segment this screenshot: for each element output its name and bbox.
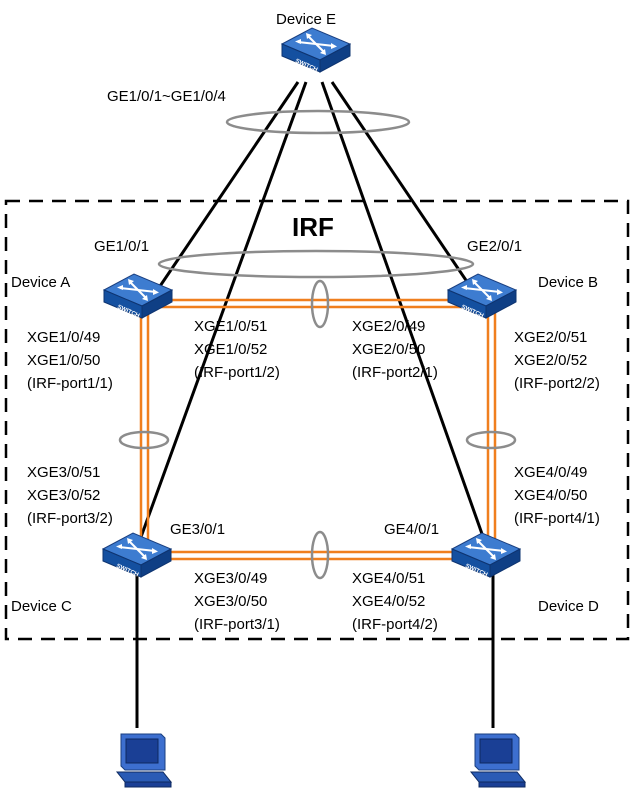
uplink-lines: [135, 81, 495, 728]
uplink-d: [320, 81, 489, 549]
irf-port-line: XGE3/0/49: [194, 570, 267, 587]
switch-c-icon: SWITCH: [102, 532, 172, 578]
irf-port-line: (IRF-port4/2): [352, 616, 438, 633]
irf-port-d-right: XGE4/0/49 XGE4/0/50 (IRF-port4/1): [514, 464, 600, 527]
irf-port-line: XGE4/0/51: [352, 570, 425, 587]
uplink-b: [330, 81, 480, 299]
uplink-a: [150, 81, 300, 299]
ellipse-cd: [310, 530, 330, 580]
irf-port-line: XGE2/0/49: [352, 318, 425, 335]
switch-b-icon: SWITCH: [447, 273, 517, 319]
irf-port-line: XGE3/0/50: [194, 593, 267, 610]
irf-port-d-bottom: XGE4/0/51 XGE4/0/52 (IRF-port4/2): [352, 570, 438, 633]
irf-port-b-right: XGE2/0/51 XGE2/0/52 (IRF-port2/2): [514, 329, 600, 392]
device-a-label: Device A: [11, 274, 70, 291]
device-b-label: Device B: [538, 274, 598, 291]
irf-port-line: XGE2/0/51: [514, 329, 587, 346]
irf-boundary: [4, 199, 630, 641]
irf-port-line: XGE4/0/52: [352, 593, 425, 610]
switch-a-icon: SWITCH: [103, 273, 173, 319]
irf-port-b-left: XGE2/0/49 XGE2/0/50 (IRF-port2/1): [352, 318, 438, 381]
irf-port-line: XGE4/0/49: [514, 464, 587, 481]
irf-port-line: (IRF-port4/1): [514, 510, 600, 527]
irf-port-line: XGE4/0/50: [514, 487, 587, 504]
port-c-uplink: GE3/0/1: [170, 521, 225, 538]
port-e-aggregate: GE1/0/1~GE1/0/4: [107, 88, 226, 105]
device-e-label: Device E: [276, 11, 336, 28]
irf-port-line: (IRF-port1/1): [27, 375, 113, 392]
port-a-uplink: GE1/0/1: [94, 238, 149, 255]
ellipse-e-aggregate: [225, 109, 411, 135]
uplink-c: [135, 81, 308, 549]
irf-port-line: (IRF-port1/2): [194, 364, 280, 381]
device-d-label: Device D: [538, 598, 599, 615]
aggregation-ellipses: [118, 109, 517, 580]
irf-port-line: XGE1/0/51: [194, 318, 267, 335]
irf-port-line: (IRF-port3/2): [27, 510, 113, 527]
irf-port-line: (IRF-port3/1): [194, 616, 280, 633]
irf-port-c-bottom: XGE3/0/49 XGE3/0/50 (IRF-port3/1): [194, 570, 280, 633]
irf-port-line: (IRF-port2/1): [352, 364, 438, 381]
pc-d-icon: [470, 733, 526, 788]
port-b-uplink: GE2/0/1: [467, 238, 522, 255]
irf-port-line: XGE3/0/51: [27, 464, 100, 481]
ellipse-ab: [310, 279, 330, 329]
irf-ring: [139, 298, 497, 561]
irf-label: IRF: [292, 212, 334, 242]
irf-port-a-left: XGE1/0/49 XGE1/0/50 (IRF-port1/1): [27, 329, 113, 392]
irf-port-a-right: XGE1/0/51 XGE1/0/52 (IRF-port1/2): [194, 318, 280, 381]
irf-port-c-left: XGE3/0/51 XGE3/0/52 (IRF-port3/2): [27, 464, 113, 527]
irf-port-line: XGE2/0/50: [352, 341, 425, 358]
switch-d-icon: SWITCH: [451, 532, 521, 578]
irf-port-line: XGE2/0/52: [514, 352, 587, 369]
irf-port-line: XGE3/0/52: [27, 487, 100, 504]
irf-port-line: XGE1/0/52: [194, 341, 267, 358]
irf-port-line: XGE1/0/50: [27, 352, 100, 369]
irf-port-line: XGE1/0/49: [27, 329, 100, 346]
device-c-label: Device C: [11, 598, 72, 615]
irf-port-line: (IRF-port2/2): [514, 375, 600, 392]
ellipse-ac: [118, 430, 170, 450]
ellipse-irf-uplinks: [157, 249, 475, 279]
ellipse-bd: [465, 430, 517, 450]
port-d-uplink: GE4/0/1: [384, 521, 439, 538]
pc-c-icon: [116, 733, 172, 788]
switch-e-icon: SWITCH: [281, 27, 351, 73]
